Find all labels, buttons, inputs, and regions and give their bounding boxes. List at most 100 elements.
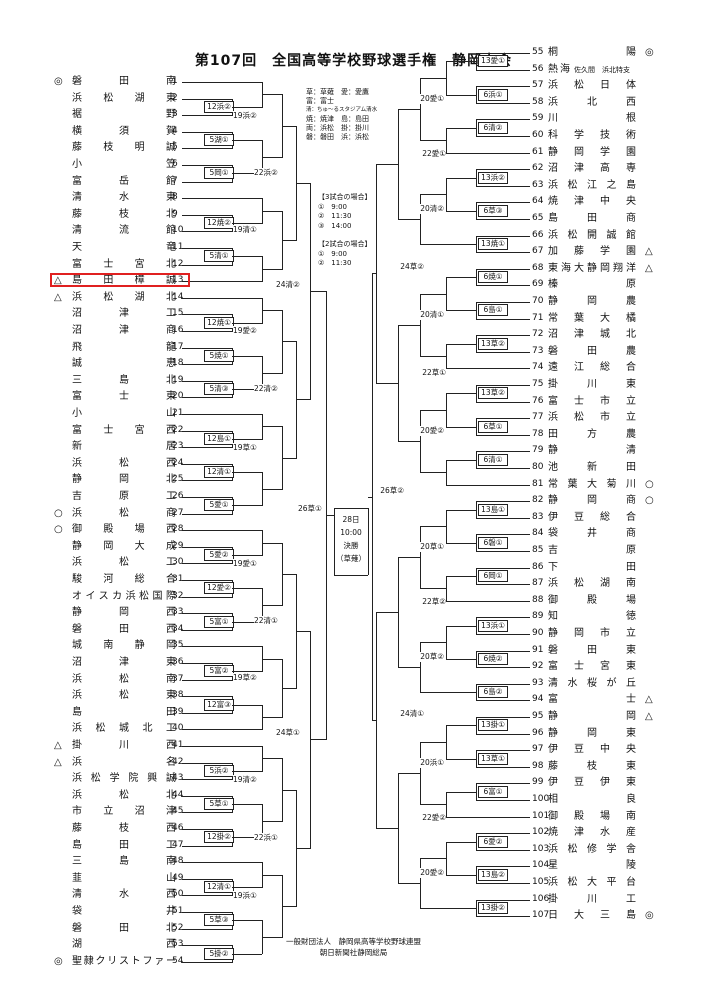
bracket-line [182,663,200,664]
three-games-time-2: ② 11:30 [318,212,352,220]
team-name: 浜松湖東 [72,92,182,105]
bracket-line [476,102,506,104]
round4-label: 24清① [400,709,424,720]
bracket-line [200,165,232,166]
team-number: 31 [172,574,184,584]
bracket-line [446,841,447,876]
bracket-line [446,874,476,876]
bracket-line [232,746,262,747]
bracket-line [262,758,282,760]
bracket-line [476,534,506,536]
game-label: 5掛② [204,947,234,960]
team-name: 浜松開誠館 [548,229,638,242]
round2-label: 19愛② [233,326,257,337]
final-label: 決勝 [343,541,359,550]
bracket-line [182,829,200,830]
final-date: 28日 [342,515,360,524]
team-number: 74 [532,362,544,373]
team-name: 磐田北 [72,922,182,935]
bracket-line [200,928,232,930]
bracket-line [476,335,506,337]
bracket-line [232,770,262,772]
bracket-line [476,634,506,635]
bracket-line [476,335,477,353]
bracket-line [476,899,477,918]
team-name: 藤枝西 [72,822,182,835]
team-number: 3 [172,109,178,120]
bracket-line [420,293,446,295]
team-name: 磐田南 [72,75,182,88]
team-number: 105 [532,877,550,887]
game-label: 13掛② [478,901,508,914]
team-name: 清流館 [72,224,182,237]
bracket-line [506,600,530,602]
final-time: 10:00 [340,528,362,537]
bracket-line [476,700,506,702]
bracket-line [200,746,232,747]
game-label: 6焼② [478,652,508,665]
team-name: 浜松学院興誠 [72,772,182,785]
team-name-text: 下田 [548,561,636,573]
bracket-line [282,341,296,343]
bracket-line [506,69,530,71]
team-number: 24 [172,457,184,468]
team-name-text: 御殿場西 [72,524,176,536]
bracket-line [476,667,506,669]
bracket-line [200,596,232,598]
team-name: 浜名 [72,756,182,769]
bracket-line [476,185,506,187]
team-number: 25 [172,474,184,485]
bracket-line [398,773,420,775]
team-number: 80 [532,462,544,472]
team-name-text: 沼津東 [72,657,176,668]
bracket-line [506,650,530,652]
team-name-text: 浜松湖南 [548,578,636,590]
team-number: 59 [532,113,544,124]
bracket-line [506,102,530,104]
bracket-line [476,833,506,835]
bracket-line [200,414,232,415]
team-mark: ○ [645,478,654,490]
bracket-line [476,152,506,154]
team-number: 57 [532,80,544,91]
bracket-line [476,783,506,785]
bracket-line [182,248,200,249]
team-name: 焼津中央 [548,195,638,208]
game-label: 13浜② [478,171,508,184]
bracket-line [476,468,506,469]
team-name-text: 浜松北 [72,789,176,801]
team-number: 4 [172,125,178,136]
team-name-text: 浜北西 [548,96,636,108]
bracket-line [182,463,200,465]
bracket-line [326,515,334,517]
bracket-line [506,268,530,270]
bracket-line [182,746,200,747]
bracket-line [200,198,232,200]
team-name-text: 静岡大成 [72,540,176,552]
team-name-text: 富士宮東 [548,661,636,673]
team-name: 伊豆伊東 [548,776,638,789]
bracket-line [420,243,446,245]
bracket-line [476,302,506,303]
team-name: 袋井商 [548,527,638,540]
team-name: 清水桜が丘 [548,677,638,690]
three-games-label: 【3試合の場合】 [318,193,372,201]
team-name: 浜松商 [72,507,182,520]
game-label: 12愛② [204,582,234,595]
bracket-line [200,380,232,382]
team-name-text: 知徳 [548,611,636,623]
game-label: 13草② [478,387,508,400]
team-name-text: 桐陽 [548,47,636,58]
bracket-line [506,169,530,171]
bracket-line [262,426,282,428]
bracket-line [262,94,282,96]
bracket-line [262,488,282,490]
bracket-line [182,181,200,183]
bracket-line [182,795,200,797]
team-name-text: 田方農 [548,428,636,440]
bracket-line [200,480,232,482]
round2-label: 19浜① [233,890,257,901]
bracket-line [446,575,447,602]
bracket-line [182,82,200,83]
bracket-line [446,343,447,370]
